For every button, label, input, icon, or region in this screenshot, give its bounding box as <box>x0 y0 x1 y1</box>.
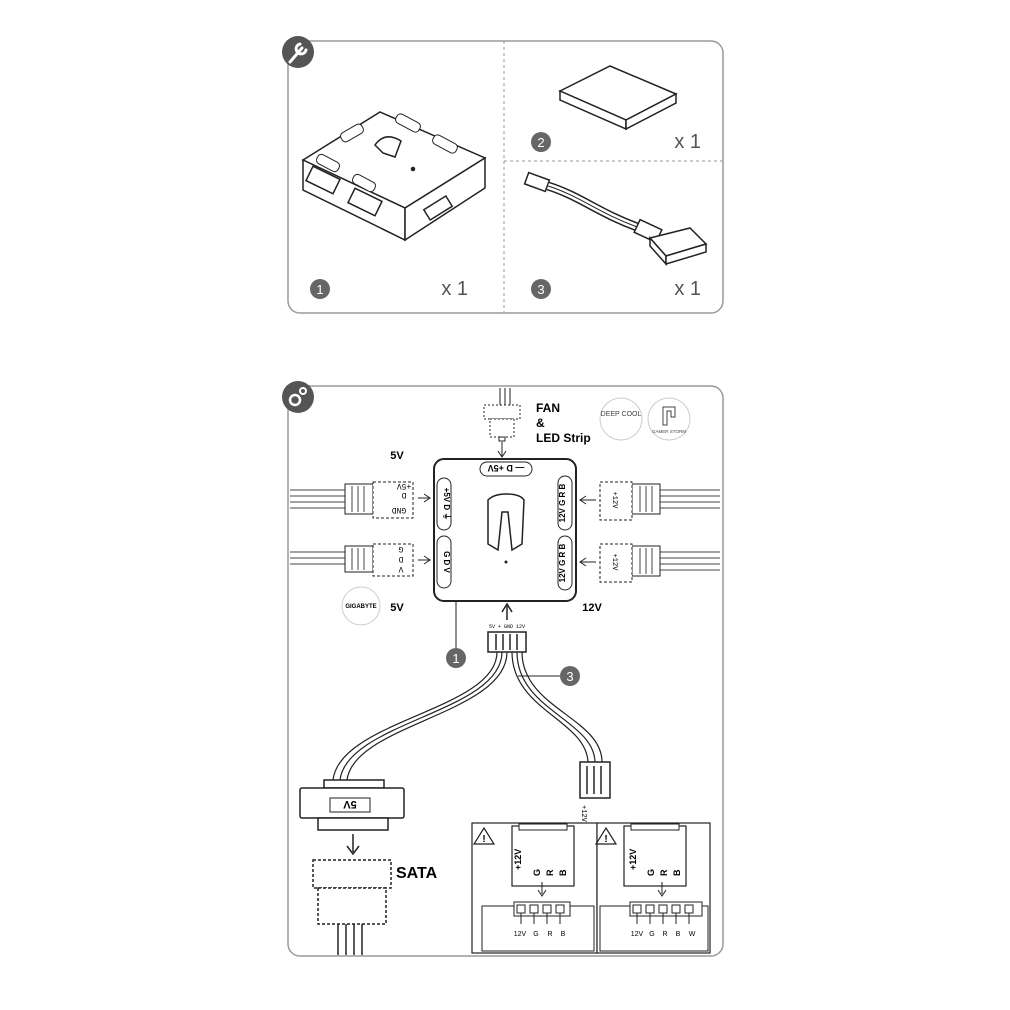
header-1-pin-2: G <box>532 869 542 876</box>
gamerstorm-logo: GAMER STORM <box>647 397 691 441</box>
header-2-label-2: G <box>649 931 654 938</box>
header-1-label-1: 12V <box>514 931 527 938</box>
header-2-label-4: B <box>676 931 681 938</box>
hub-device: — D +5V +5V D ⏚ G D V 12V G R B 12V G R … <box>433 458 577 602</box>
right-conn-2-label: +12V <box>610 554 618 572</box>
warning-icon: ! <box>472 826 496 845</box>
svg-text:— D +5V: — D +5V <box>488 463 525 473</box>
svg-text:G D V: G D V <box>442 551 451 573</box>
item-1-number-badge: 1 <box>310 279 330 299</box>
item-3-number-badge: 3 <box>531 279 551 299</box>
left-conn-1-pin-1: +5V <box>397 481 412 490</box>
hub-logo-icon <box>487 493 525 552</box>
right-cable-12v-top <box>579 481 720 521</box>
svg-text:1: 1 <box>316 282 323 297</box>
svg-text:3: 3 <box>566 669 573 684</box>
warning-icon: ! <box>594 826 618 845</box>
cable-number-badge: 3 <box>560 666 580 686</box>
item-pad-illustration <box>558 65 678 131</box>
header-1-pin-4: B <box>558 869 568 876</box>
label-5v-top: 5V <box>390 450 404 462</box>
sata-label: SATA <box>396 865 438 882</box>
item-hub-illustration <box>301 111 487 242</box>
header-1-label-3: R <box>547 931 552 938</box>
label-12v: 12V <box>582 602 602 614</box>
right-cable-12v-bottom <box>579 543 720 583</box>
svg-text:DEEP COOL: DEEP COOL <box>601 411 642 418</box>
svg-text:12V G R B: 12V G R B <box>558 543 567 582</box>
left-conn-2-pin-1: G <box>398 544 403 553</box>
item-2-number-badge: 2 <box>531 132 551 152</box>
gears-icon <box>282 381 314 413</box>
sata-plug <box>299 779 405 831</box>
item-cable-illustration <box>523 171 708 266</box>
left-conn-1-pin-3: GND <box>392 505 407 514</box>
header-2-pin-3: R <box>659 869 669 876</box>
hub-power-plug <box>487 631 527 653</box>
fan-and-label: & <box>536 416 545 430</box>
svg-text:GIGABYTE: GIGABYTE <box>345 604 376 610</box>
header-1-label-4: B <box>561 931 566 938</box>
installation-panel: FAN & LED Strip DEEP COOL GAMER STORM — … <box>282 381 724 957</box>
label-5v-bottom: 5V <box>390 602 404 614</box>
header-2-label-3: R <box>662 931 667 938</box>
svg-text:!: ! <box>482 834 485 845</box>
deepcool-logo: DEEP COOL <box>599 397 643 441</box>
svg-text:!: ! <box>604 834 607 845</box>
rgb-plug <box>579 761 611 799</box>
header-box-1: ! <box>471 822 598 954</box>
item-3-qty: x 1 <box>674 278 701 300</box>
header-2-pin-2: G <box>646 869 656 876</box>
fan-label: FAN <box>536 401 560 415</box>
svg-text:1: 1 <box>452 651 459 666</box>
item-1-qty: x 1 <box>441 278 468 300</box>
svg-text:+5V D ⏚: +5V D ⏚ <box>442 488 451 521</box>
left-cable-5v <box>290 481 431 519</box>
left-conn-2-pin-2: D <box>398 554 403 563</box>
sata-socket <box>312 859 392 955</box>
gigabyte-logo: GIGABYTE <box>341 586 381 626</box>
svg-text:2: 2 <box>537 135 544 150</box>
left-cable-5v-gigabyte <box>290 543 431 577</box>
svg-text:GAMER STORM: GAMER STORM <box>652 429 686 434</box>
header-box-2: ! <box>594 822 711 954</box>
contents-panel: 1 x 1 2 x 1 3 x 1 <box>282 36 724 314</box>
header-2-label-5: W <box>689 931 696 938</box>
splitter-cable <box>332 651 603 781</box>
hub-number-badge: 1 <box>446 648 466 668</box>
left-conn-1-pin-2: D <box>401 490 406 499</box>
sata-plug-label: 5V <box>343 798 357 810</box>
led-strip-label: LED Strip <box>536 431 591 445</box>
fan-connector <box>483 388 521 458</box>
header-1-label-2: G <box>533 931 538 938</box>
left-conn-2-pin-3: V <box>398 564 403 573</box>
svg-text:3: 3 <box>537 282 544 297</box>
plug-pin-label: 5V + GND 12V <box>489 624 525 630</box>
header-2-pin-4: B <box>672 869 682 876</box>
wrench-icon <box>282 36 314 68</box>
svg-text:12V G R B: 12V G R B <box>558 483 567 522</box>
header-1-pin-3: R <box>545 869 555 876</box>
header-2-label-1: 12V <box>631 931 644 938</box>
item-2-qty: x 1 <box>674 131 701 153</box>
right-conn-1-label: +12V <box>610 492 618 510</box>
header-1-pin-1: +12V <box>513 849 523 870</box>
header-2-pin-1: +12V <box>628 849 638 870</box>
